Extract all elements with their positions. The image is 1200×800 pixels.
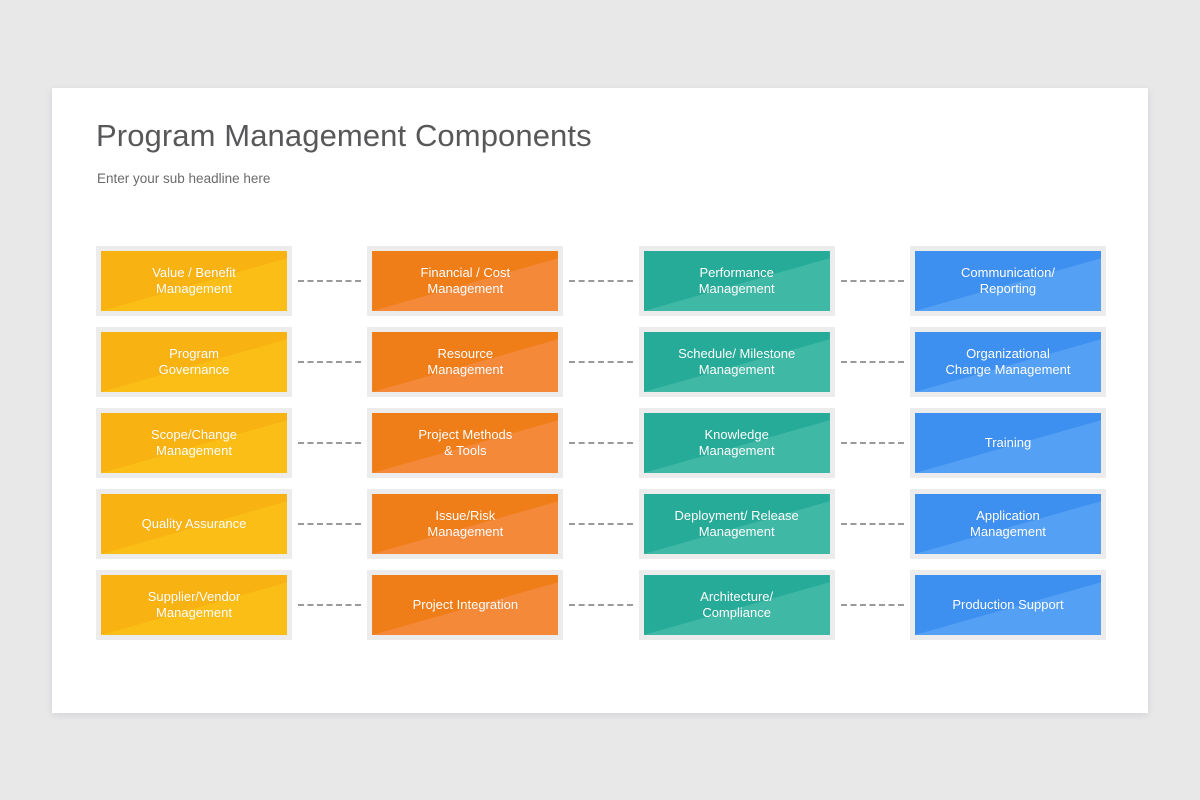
component-box[interactable]: Schedule/ Milestone Management [638, 327, 835, 397]
component-box[interactable]: Scope/Change Management [96, 408, 292, 478]
component-tile: Value / Benefit Management [101, 251, 287, 311]
component-label: Deployment/ Release Management [674, 508, 799, 539]
component-box[interactable]: Knowledge Management [638, 408, 835, 478]
connector-line [840, 523, 904, 525]
dashed-connector [835, 280, 910, 282]
dashed-connector [563, 442, 638, 444]
component-label: Scope/Change Management [150, 427, 237, 458]
component-box[interactable]: Training [909, 408, 1106, 478]
component-box[interactable]: Production Support [909, 570, 1106, 640]
component-row: Program Governance Resource Management Sch… [96, 327, 1106, 397]
connector-line [569, 280, 633, 282]
component-box[interactable]: Value / Benefit Management [96, 246, 292, 316]
connector-line [569, 523, 633, 525]
dashed-connector [835, 361, 910, 363]
component-row: Scope/Change Management Project Methods &… [96, 408, 1106, 478]
dashed-connector [563, 280, 638, 282]
page-title: Program Management Components [96, 118, 592, 153]
components-grid: Value / Benefit Management Financial / Co… [96, 246, 1106, 656]
component-label: Supplier/Vendor Management [147, 589, 241, 620]
component-label: Training [984, 435, 1032, 450]
connector-line [569, 442, 633, 444]
component-label: Communication/ Reporting [961, 265, 1055, 296]
component-tile: Resource Management [372, 332, 559, 392]
dashed-connector [835, 442, 910, 444]
component-label: Architecture/ Compliance [700, 589, 774, 620]
component-label: Financial / Cost Management [420, 265, 511, 296]
component-label: Production Support [952, 597, 1064, 612]
connector-line [298, 442, 362, 444]
component-tile: Project Integration [372, 575, 559, 635]
component-tile: Issue/Risk Management [372, 494, 559, 554]
component-label: Application Management [970, 508, 1046, 539]
component-tile: Knowledge Management [643, 413, 830, 473]
dashed-connector [292, 361, 367, 363]
dashed-connector [563, 361, 638, 363]
connector-line [298, 361, 362, 363]
component-tile: Program Governance [101, 332, 287, 392]
connector-line [569, 361, 633, 363]
dashed-connector [292, 280, 367, 282]
component-box[interactable]: Project Methods & Tools [367, 408, 564, 478]
component-tile: Architecture/ Compliance [643, 575, 830, 635]
component-box[interactable]: Performance Management [638, 246, 835, 316]
component-tile: Scope/Change Management [101, 413, 287, 473]
component-box[interactable]: Supplier/Vendor Management [96, 570, 292, 640]
component-tile: Performance Management [643, 251, 830, 311]
slide-canvas: Program Management Components Enter your… [52, 88, 1148, 713]
dashed-connector [292, 442, 367, 444]
component-label: Project Methods & Tools [418, 427, 513, 458]
component-tile: Deployment/ Release Management [643, 494, 830, 554]
connector-line [298, 523, 362, 525]
dashed-connector [292, 523, 367, 525]
component-label: Knowledge Management [698, 427, 775, 458]
component-box[interactable]: Communication/ Reporting [909, 246, 1106, 316]
component-label: Value / Benefit Management [152, 265, 236, 296]
component-tile: Supplier/Vendor Management [101, 575, 287, 635]
component-label: Resource Management [427, 346, 504, 377]
connector-line [840, 442, 904, 444]
component-box[interactable]: Quality Assurance [96, 489, 292, 559]
component-label: Organizational Change Management [945, 346, 1071, 377]
component-box[interactable]: Financial / Cost Management [367, 246, 564, 316]
component-row: Value / Benefit Management Financial / Co… [96, 246, 1106, 316]
component-box[interactable]: Program Governance [96, 327, 292, 397]
component-label: Program Governance [158, 346, 230, 377]
component-tile: Organizational Change Management [914, 332, 1101, 392]
component-row: Supplier/Vendor Management Project Integr… [96, 570, 1106, 640]
component-label: Issue/Risk Management [427, 508, 504, 539]
component-box[interactable]: Deployment/ Release Management [638, 489, 835, 559]
component-box[interactable]: Organizational Change Management [909, 327, 1106, 397]
component-box[interactable]: Architecture/ Compliance [638, 570, 835, 640]
connector-line [840, 280, 904, 282]
component-box[interactable]: Resource Management [367, 327, 564, 397]
connector-line [298, 280, 362, 282]
page-subtitle: Enter your sub headline here [97, 171, 271, 186]
component-label: Performance Management [698, 265, 775, 296]
component-tile: Production Support [914, 575, 1101, 635]
component-label: Quality Assurance [141, 516, 247, 531]
connector-line [569, 604, 633, 606]
dashed-connector [563, 604, 638, 606]
component-tile: Communication/ Reporting [914, 251, 1101, 311]
connector-line [298, 604, 362, 606]
component-tile: Training [914, 413, 1101, 473]
component-tile: Financial / Cost Management [372, 251, 559, 311]
component-label: Schedule/ Milestone Management [678, 346, 796, 377]
connector-line [840, 604, 904, 606]
component-box[interactable]: Application Management [909, 489, 1106, 559]
dashed-connector [563, 523, 638, 525]
dashed-connector [292, 604, 367, 606]
component-tile: Quality Assurance [101, 494, 287, 554]
component-tile: Schedule/ Milestone Management [643, 332, 830, 392]
component-tile: Application Management [914, 494, 1101, 554]
connector-line [840, 361, 904, 363]
dashed-connector [835, 604, 910, 606]
component-tile: Project Methods & Tools [372, 413, 559, 473]
component-box[interactable]: Project Integration [367, 570, 564, 640]
component-label: Project Integration [412, 597, 519, 612]
component-row: Quality Assurance Issue/Risk Management De… [96, 489, 1106, 559]
dashed-connector [835, 523, 910, 525]
component-box[interactable]: Issue/Risk Management [367, 489, 564, 559]
